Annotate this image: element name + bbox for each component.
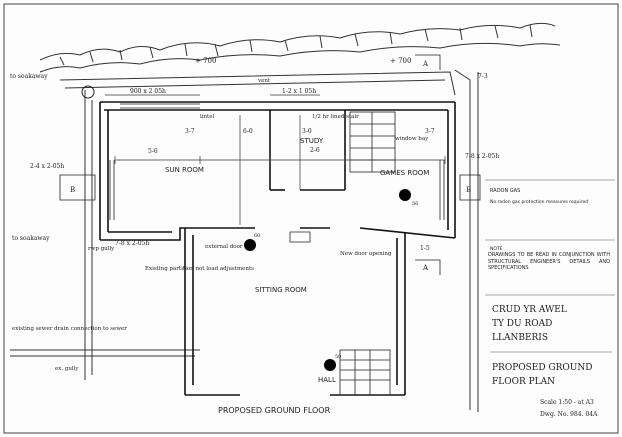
dimension-900: 900 x 2 05h — [130, 88, 166, 95]
section-marker-a-bottom: A — [422, 264, 429, 272]
annotation-external-door: external door — [205, 244, 243, 250]
manhole-icon — [81, 85, 95, 99]
annotation-soakaway-left: to soakaway — [12, 235, 50, 242]
boundary-stone-wall — [39, 22, 561, 73]
title-line2: TY DU ROAD — [492, 319, 552, 329]
title-line1: CRUD YR AWEL — [492, 305, 567, 315]
room-label-games-room: GAMES ROOM — [380, 169, 429, 177]
dimension-7-8-left: 7-8 x 2-05h — [115, 240, 149, 247]
marker-50: 50 — [335, 354, 341, 360]
annotation-gully: rwp gully — [88, 246, 115, 252]
annotation-box-stair: 1/2 hr lined stair — [312, 114, 359, 120]
dimension-3-7-right: 3-7 — [425, 128, 435, 135]
section-marker-a-top: A — [422, 60, 429, 68]
room-label-sitting-room: SITTING ROOM — [255, 286, 307, 294]
dimension-3-7-left: 3-7 — [185, 128, 195, 135]
building-walls — [99, 101, 456, 396]
dimension-700-left: + 700 — [195, 57, 216, 65]
column-marker — [399, 189, 411, 201]
marker-56: 56 — [412, 201, 418, 207]
annotation-new-door: New door opening — [340, 251, 392, 257]
section-markers — [59, 54, 481, 275]
dimension-1-5: 1-5 — [420, 245, 430, 252]
dimension-7-3: 7-3 — [478, 73, 488, 80]
radon-text: No radon gas protection measures require… — [490, 199, 588, 205]
title-main-1: PROPOSED GROUND — [492, 363, 592, 373]
column-marker — [244, 239, 256, 251]
site-lines — [10, 69, 479, 412]
drawing-number: Dwg. No. 984. 04A — [540, 411, 598, 418]
scale-text: Scale 1:50 - at A3 — [540, 399, 594, 406]
annotation-existing-partition: Existing partition not load adjustments — [145, 266, 254, 272]
section-marker-b-left: B — [70, 186, 75, 194]
dimension-5-6: 5-6 — [148, 148, 158, 155]
annotation-existing-sewer: existing sewer drain connection to sewer — [12, 326, 127, 332]
radon-heading: RADON GAS — [490, 188, 520, 194]
staircase — [339, 111, 396, 396]
marker-60: 60 — [254, 233, 260, 239]
column-marker — [324, 359, 336, 371]
note-heading: NOTE — [490, 246, 503, 252]
annotation-soakaway-top: to soakaway — [10, 73, 48, 80]
dimension-2-4: 2-4 x 2-05h — [30, 163, 64, 170]
title-main-2: FLOOR PLAN — [492, 377, 555, 387]
annotation-ex-gully: ex. gully — [55, 366, 79, 372]
annotation-vent: vent — [257, 78, 271, 84]
dimension-7-8-right: 7-8 x 2-05h — [465, 153, 499, 160]
dimension-2-6: 2-6 — [310, 147, 320, 154]
note-text: DRAWINGS TO BE READ IN CONJUNCTION WITH … — [488, 252, 610, 271]
windows — [109, 103, 445, 243]
title-line3: LLANBERIS — [492, 333, 548, 343]
dimension-1-2: 1-2 x 1 05h — [282, 88, 316, 95]
dimension-700-right: + 700 — [390, 57, 411, 65]
dimension-3-0: 3-0 — [302, 128, 312, 135]
annotation-lintel: lintel — [200, 114, 215, 120]
notes-panel: RADON GAS No radon gas protection measur… — [485, 179, 615, 296]
drawing-title: PROPOSED GROUND FLOOR — [218, 406, 331, 415]
title-block: CRUD YR AWEL TY DU ROAD LLANBERIS PROPOS… — [490, 305, 612, 418]
room-label-sun-room: SUN ROOM — [165, 166, 204, 174]
sheet-border — [3, 3, 619, 434]
section-marker-b-right: B — [466, 186, 471, 194]
dimension-lines — [105, 94, 446, 225]
annotation-window-bay: window bay — [395, 136, 429, 142]
dimension-6-0: 6-0 — [243, 128, 253, 135]
room-label-hall: HALL — [318, 376, 336, 384]
room-label-study: STUDY — [300, 137, 324, 145]
